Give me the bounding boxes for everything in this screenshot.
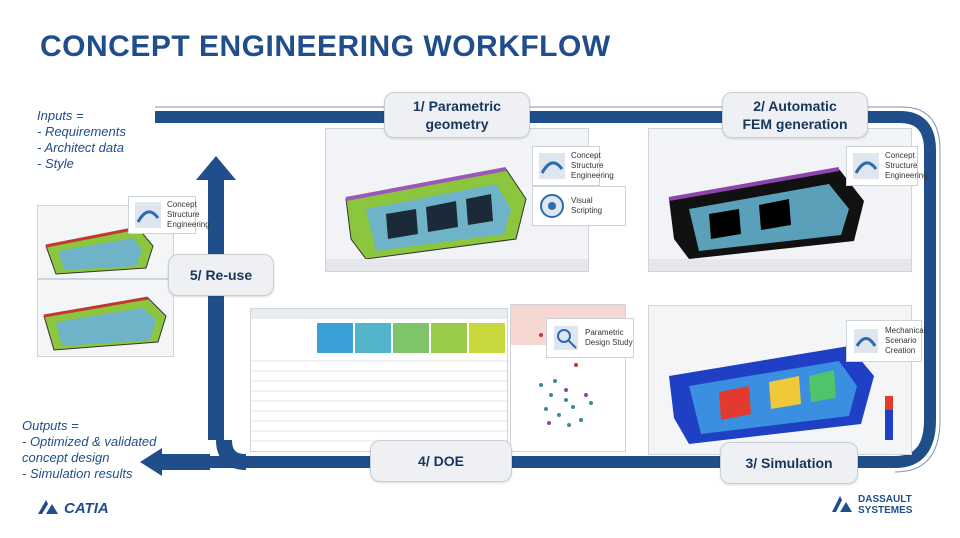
step-1-box: 1/ Parametric geometry xyxy=(384,92,530,138)
train-model-image xyxy=(38,206,173,278)
catia-logo: CATIA xyxy=(36,498,109,518)
badge-label: Design Study xyxy=(585,338,633,347)
badge-label: Engineering xyxy=(885,171,928,180)
parametric-design-icon xyxy=(554,326,578,350)
step-label: 2/ Automatic xyxy=(753,98,837,114)
catia-logo-text: CATIA xyxy=(64,499,109,517)
outputs-note: Outputs = - Optimized & validated concep… xyxy=(22,418,156,482)
step-label: FEM generation xyxy=(742,116,848,132)
badge-label: Mechanical xyxy=(885,326,926,335)
flow-loop-line xyxy=(155,111,936,468)
concept-structure-icon xyxy=(135,202,161,228)
step-label: 1/ Parametric xyxy=(413,98,501,114)
dassault-logo-text: SYSTEMES xyxy=(858,505,913,516)
reuse-screenshot-2 xyxy=(37,279,174,357)
badge-label: Structure xyxy=(885,161,918,170)
step-4-box: 4/ DOE xyxy=(370,440,512,482)
page-title: CONCEPT ENGINEERING WORKFLOW xyxy=(40,30,611,63)
step-label: 4/ DOE xyxy=(418,453,464,469)
reuse-screenshot-1 xyxy=(37,205,174,279)
mechanical-scenario-badge: Mechanical Scenario Creation xyxy=(846,320,926,362)
badge-label: Engineering xyxy=(167,220,210,229)
inputs-item: - Style xyxy=(37,156,74,171)
badge-label: Engineering xyxy=(571,171,614,180)
simulation-screenshot xyxy=(648,305,912,455)
badge-label: Concept xyxy=(571,151,601,160)
inputs-heading: Inputs = xyxy=(37,108,84,123)
outputs-item: concept design xyxy=(22,450,110,465)
concept-structure-icon xyxy=(853,153,879,179)
dassault-logo: DASSAULT SYSTEMES xyxy=(830,494,912,516)
simulation-model-image xyxy=(649,306,911,454)
doe-table-image xyxy=(251,309,507,451)
dassault-logo-text: DASSAULT xyxy=(858,494,912,505)
badge-label: Scenario xyxy=(885,336,917,345)
concept-structure-icon xyxy=(539,153,565,179)
parametric-design-badge: Parametric Design Study xyxy=(546,318,634,358)
doe-table-screenshot xyxy=(250,308,508,452)
outputs-item: - Optimized & validated xyxy=(22,434,157,449)
step-label: geometry xyxy=(425,116,489,132)
step-label: 3/ Simulation xyxy=(745,455,833,471)
arrow-left-icon xyxy=(140,448,162,476)
dassault-logo-icon xyxy=(832,496,852,512)
badge-label: Visual Scripting xyxy=(571,196,603,215)
fem-generation-screenshot xyxy=(648,128,912,272)
badge-label: Concept xyxy=(885,151,915,160)
badge-label: Concept xyxy=(167,200,197,209)
concept-structure-badge: Concept Structure Engineering xyxy=(532,146,614,186)
badge-label: Parametric xyxy=(585,328,624,337)
badge-label: Structure xyxy=(571,161,604,170)
concept-structure-badge-5: Concept Structure Engineering xyxy=(128,196,210,234)
concept-structure-badge-2: Concept Structure Engineering xyxy=(846,146,928,186)
step-5-box: 5/ Re-use xyxy=(168,254,274,296)
step-3-box: 3/ Simulation xyxy=(720,442,858,484)
catia-logo-icon xyxy=(38,500,58,514)
arrow-up-icon xyxy=(196,156,236,180)
outputs-heading: Outputs = xyxy=(22,418,79,433)
train-model-image xyxy=(38,280,173,356)
mechanical-scenario-icon xyxy=(854,329,878,353)
inputs-item: - Architect data xyxy=(37,140,124,155)
visual-scripting-icon xyxy=(540,194,564,218)
badge-label: Structure xyxy=(167,210,200,219)
outputs-item: - Simulation results xyxy=(22,466,133,481)
inputs-note: Inputs = - Requirements - Architect data… xyxy=(37,108,126,172)
step-label: 5/ Re-use xyxy=(189,267,253,283)
visual-scripting-badge: Visual Scripting xyxy=(532,186,626,226)
inputs-item: - Requirements xyxy=(37,124,126,139)
badge-label: Creation xyxy=(885,346,916,355)
